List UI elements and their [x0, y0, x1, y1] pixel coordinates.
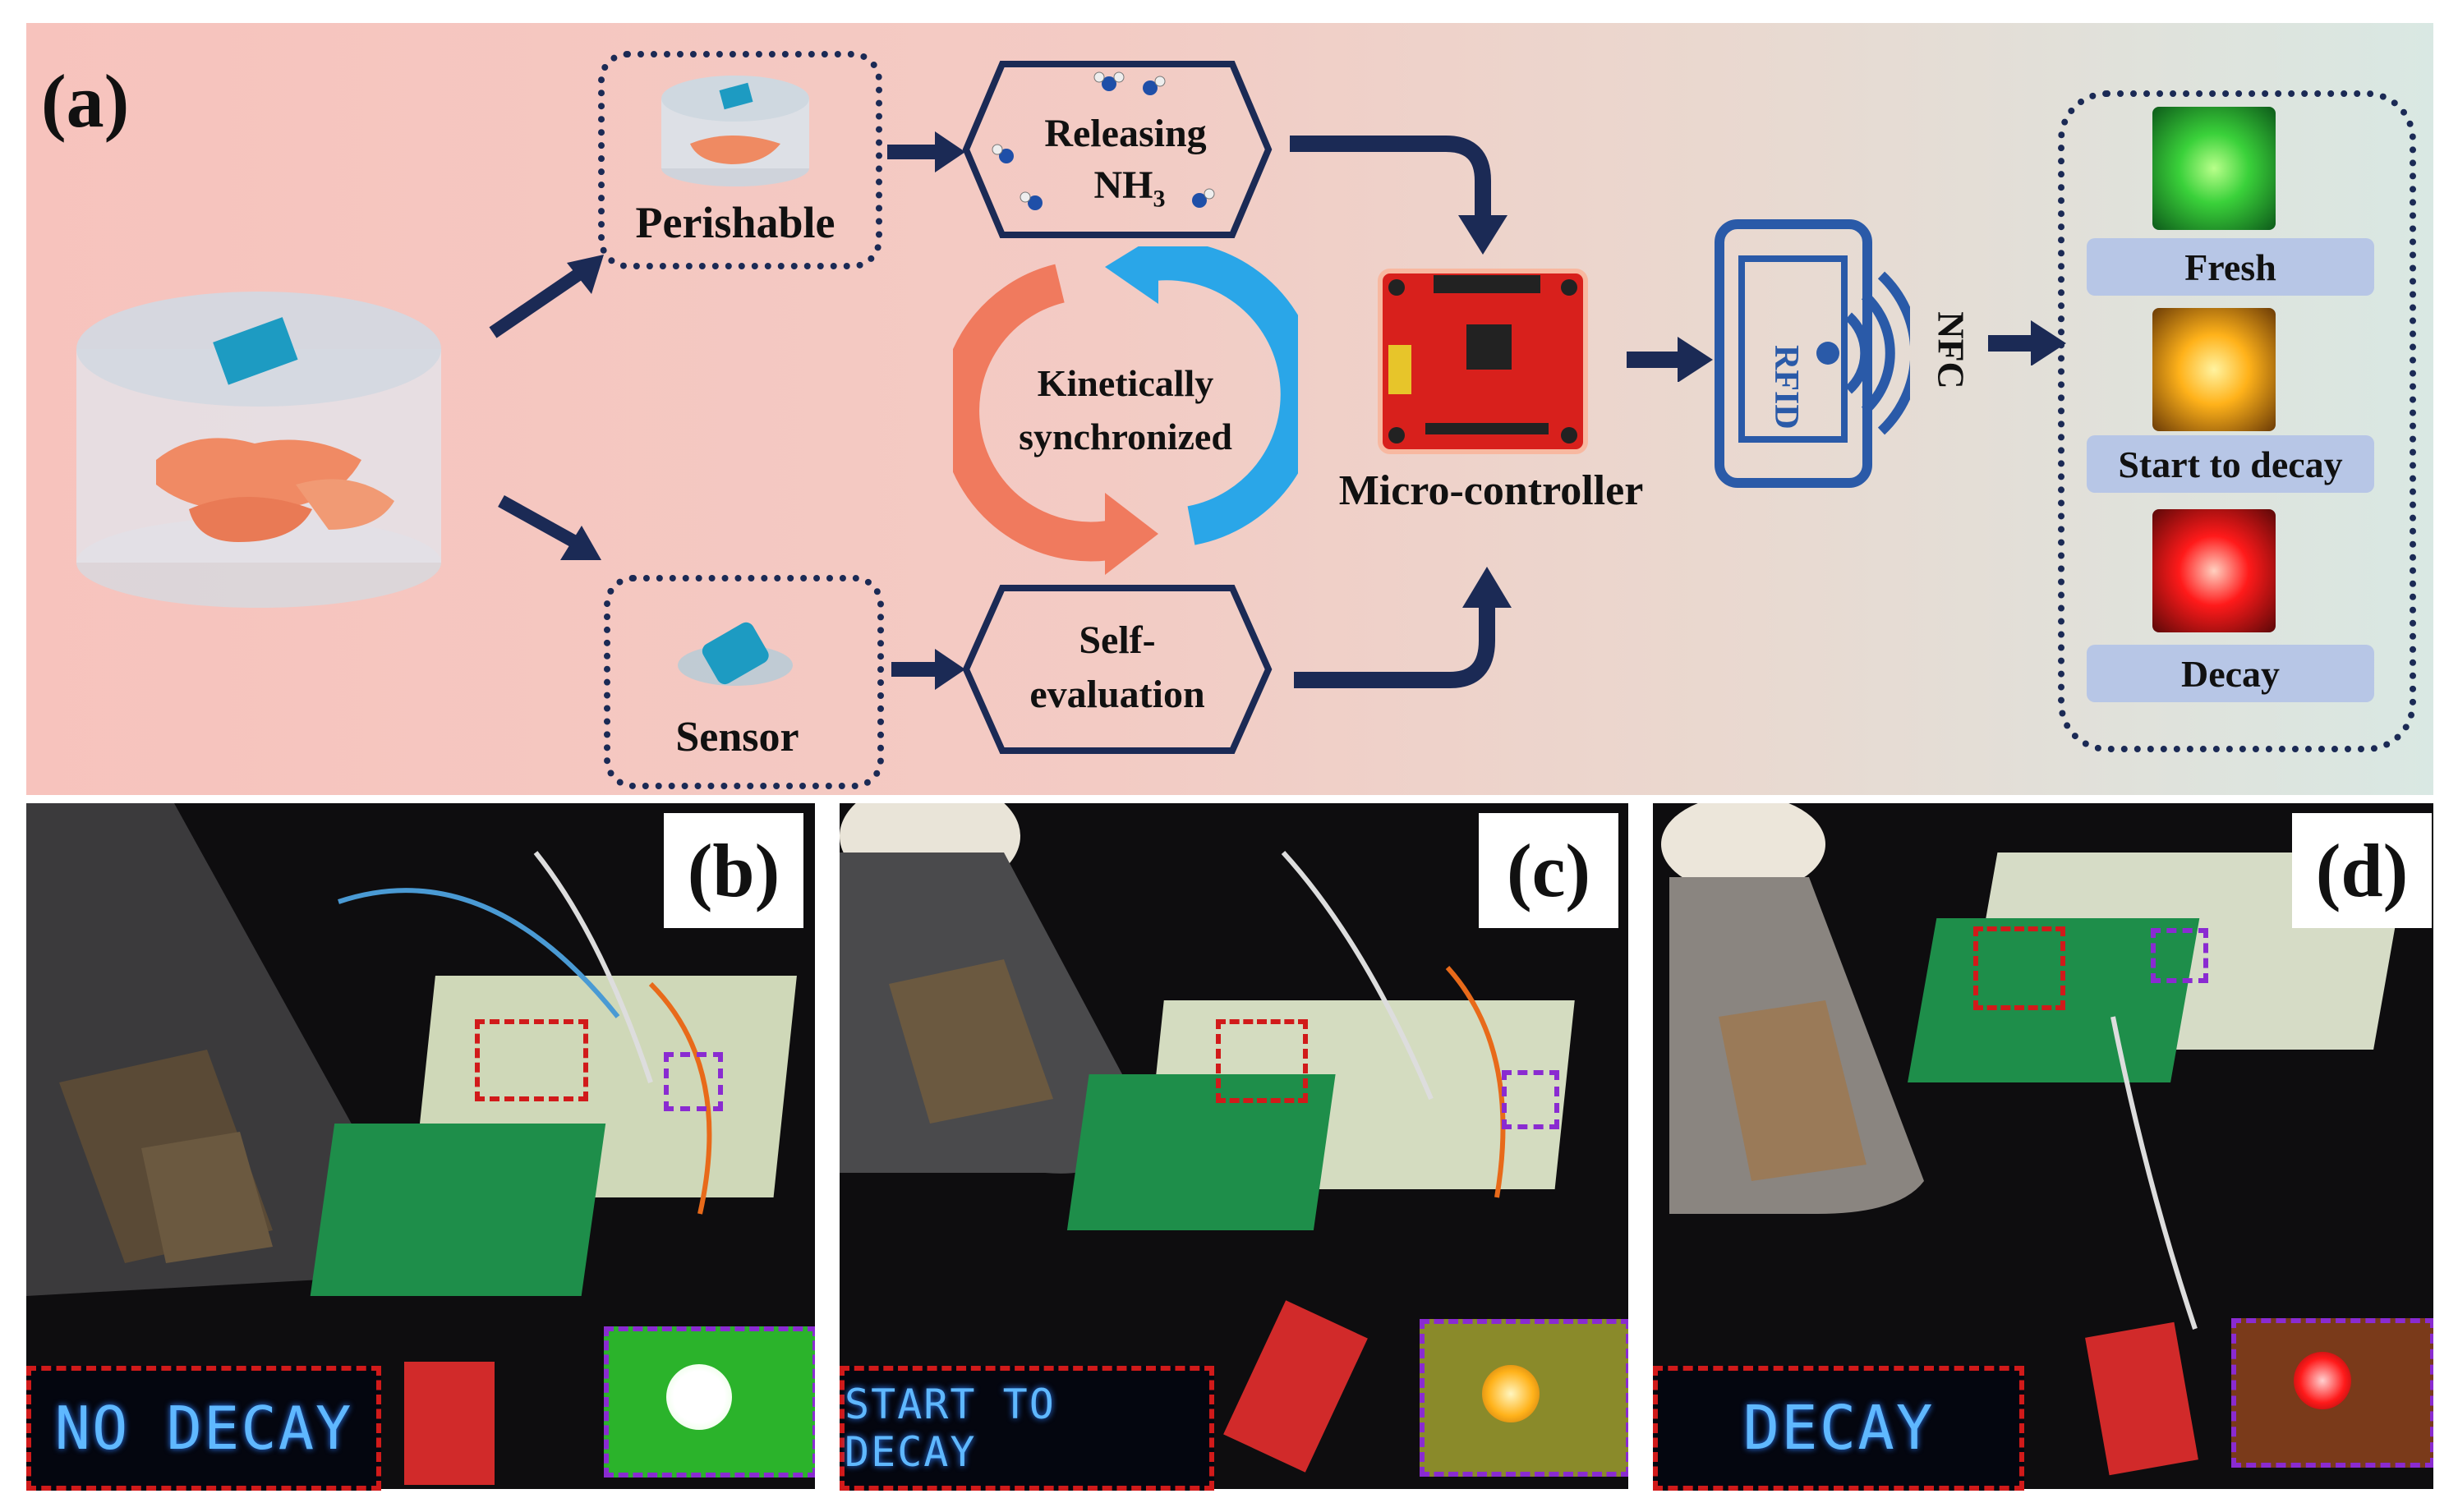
perishable-box — [598, 51, 882, 269]
perishable-label: Perishable — [635, 198, 835, 247]
yellow-led-icon — [2152, 308, 2276, 431]
perishable-mini-container — [661, 76, 809, 186]
led-highlight — [2151, 928, 2208, 983]
display-highlight — [475, 1019, 588, 1101]
led-highlight — [664, 1052, 723, 1111]
arrow-to-microcontroller-top — [1290, 136, 1507, 255]
led-zoom-yellow — [1420, 1319, 1628, 1477]
flask-with-fish-photo — [26, 803, 797, 1485]
green-led-lit-icon — [666, 1364, 732, 1430]
releasing-nh3-hexagon — [962, 61, 1273, 238]
yellow-led-lit-icon — [1482, 1365, 1540, 1422]
flask-with-fish-photo — [1661, 803, 2409, 1476]
flask-with-fish-photo — [840, 803, 1575, 1473]
microcontroller-label: Micro-controller — [1338, 467, 1644, 514]
panel-d-label: (d) — [2292, 813, 2432, 928]
freshness-status-box — [2058, 90, 2416, 752]
arrow-to-releasing — [887, 131, 965, 172]
red-led-lit-icon — [2294, 1352, 2351, 1409]
rfid-text: RFID — [1767, 345, 1805, 430]
self-eval-label-2: evaluation — [1029, 673, 1205, 716]
arrow-to-microcontroller-bottom — [1294, 567, 1512, 688]
led-zoom-red — [2231, 1318, 2433, 1468]
arrow-to-self-evaluation — [891, 649, 965, 690]
kinetic-cycle-arrows — [953, 246, 1298, 575]
display-text-start-to-decay: START TO DECAY — [840, 1366, 1214, 1491]
status-start-to-decay: Start to decay — [2087, 435, 2374, 493]
sensor-chip-icon — [678, 622, 793, 686]
rfid-nfc-icon — [1715, 219, 1910, 488]
panel-c-label: (c) — [1479, 813, 1618, 928]
display-text-no-decay: NO DECAY — [26, 1366, 381, 1491]
nh3-label: NH3 — [1093, 163, 1166, 213]
ammonia-molecule-icon — [992, 71, 1215, 210]
sensor-box — [604, 575, 884, 789]
panel-a-label: (a) — [41, 59, 130, 143]
arrow-to-rfid — [1627, 337, 1713, 382]
self-eval-label-1: Self- — [1079, 618, 1156, 662]
panel-b-label: (b) — [664, 813, 803, 928]
display-highlight — [1216, 1019, 1308, 1103]
microcontroller-board-icon — [1378, 269, 1588, 454]
display-text-decay: DECAY — [1653, 1366, 2024, 1491]
cycle-label-2: synchronized — [1019, 416, 1232, 457]
led-highlight — [1502, 1070, 1559, 1129]
nfc-text: NFC — [1930, 311, 1972, 389]
releasing-label: Releasing — [1044, 112, 1207, 155]
sensor-label: Sensor — [675, 714, 799, 761]
sensor-chip-icon — [213, 317, 298, 385]
arrow-to-sensor — [498, 495, 601, 560]
arrow-to-status — [1988, 320, 2066, 365]
food-container-illustration — [76, 292, 441, 608]
self-evaluation-hexagon — [962, 585, 1273, 754]
status-fresh: Fresh — [2087, 238, 2374, 296]
arrow-to-perishable — [489, 255, 604, 338]
red-led-icon — [2152, 509, 2276, 632]
green-led-icon — [2152, 107, 2276, 230]
cycle-label-1: Kinetically — [1037, 362, 1214, 404]
led-zoom-green — [604, 1326, 815, 1478]
display-highlight — [1973, 926, 2065, 1010]
status-decay: Decay — [2087, 645, 2374, 702]
